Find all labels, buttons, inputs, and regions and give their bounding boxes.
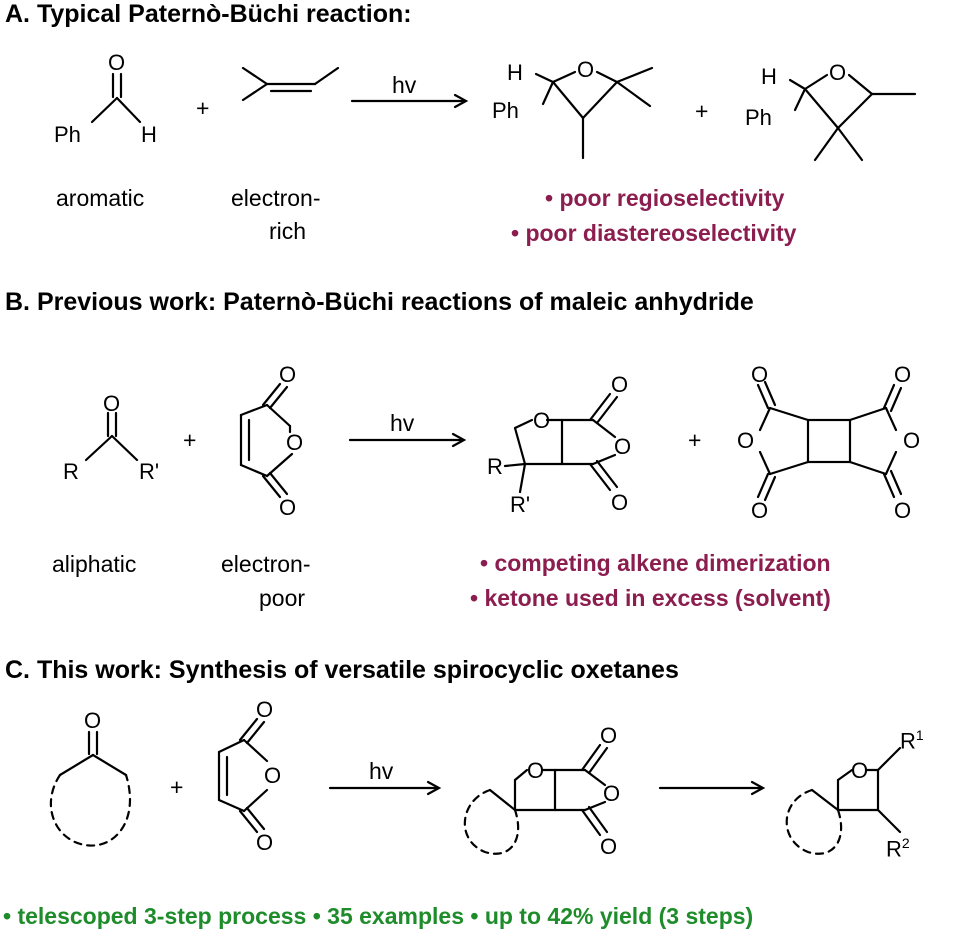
- reaction-b-condition: hv: [390, 410, 415, 436]
- atom-o: O: [256, 830, 274, 855]
- note-a2: • poor diastereoselectivity: [511, 220, 797, 246]
- oxetane-2-bonds: [788, 73, 917, 162]
- section-a-title: A. Typical Paternò-Büchi reaction:: [5, 0, 412, 28]
- footer-summary: • telescoped 3-step process • 35 example…: [3, 903, 754, 929]
- atom-o: O: [894, 362, 912, 387]
- spiro-oxetane-bonds: [785, 746, 902, 855]
- atom-o: O: [829, 60, 847, 85]
- atom-o: O: [264, 763, 282, 788]
- reaction-c-condition: hv: [369, 758, 394, 784]
- atom-o: O: [603, 781, 621, 806]
- dimer-bonds: [756, 380, 903, 502]
- atom-o: O: [533, 408, 551, 433]
- atom-o: O: [903, 428, 921, 453]
- label-electron-poor-1: electron-: [221, 551, 311, 577]
- note-b2: • ketone used in excess (solvent): [470, 585, 831, 611]
- atom-o: O: [577, 57, 595, 82]
- label-electron-rich-2: rich: [269, 218, 307, 244]
- maleic-anhydride-c-bonds: [217, 717, 269, 834]
- atom-o: O: [103, 391, 121, 416]
- atom-r2: R2: [886, 836, 910, 860]
- atom-o: O: [256, 697, 274, 722]
- label-aliphatic: aliphatic: [52, 551, 137, 577]
- atom-h: H: [141, 122, 157, 147]
- atom-r-prime: R': [139, 459, 160, 484]
- atom-h: H: [507, 60, 523, 85]
- atom-r-prime: R': [510, 492, 531, 517]
- atom-o: O: [851, 758, 869, 783]
- plus-b2: +: [688, 427, 702, 453]
- note-b1: • competing alkene dimerization: [480, 550, 831, 576]
- alkene-bonds: [241, 66, 340, 102]
- plus-a2: +: [695, 98, 709, 124]
- atom-o: O: [279, 362, 297, 387]
- atom-o: O: [108, 50, 126, 75]
- atom-r: R: [487, 454, 503, 479]
- section-c-title: C. This work: Synthesis of versatile spi…: [5, 656, 679, 684]
- atom-r1: R1: [900, 728, 924, 752]
- cyclic-ketone-bonds: [49, 730, 132, 847]
- reaction-a-condition: hv: [392, 72, 417, 98]
- fused-oxetane-b-bonds: [503, 392, 619, 494]
- atom-o: O: [751, 498, 769, 523]
- superscript-1: 1: [915, 727, 924, 743]
- maleic-anhydride-b-bonds: [239, 382, 294, 499]
- atom-o: O: [737, 428, 755, 453]
- atom-o: O: [751, 362, 769, 387]
- plus-a1: +: [196, 95, 210, 121]
- atom-o: O: [611, 372, 629, 397]
- plus-c: +: [170, 774, 184, 800]
- label-electron-rich-1: electron-: [231, 185, 321, 211]
- atom-o: O: [600, 723, 618, 748]
- atom-ph: Ph: [745, 105, 772, 130]
- atom-r-symbol: R: [886, 836, 902, 862]
- spiro-fused-bonds: [463, 743, 609, 855]
- atom-ph: Ph: [492, 98, 519, 123]
- superscript-2: 2: [901, 835, 910, 851]
- atom-r: R: [63, 459, 79, 484]
- label-electron-poor-2: poor: [259, 585, 306, 611]
- plus-b1: +: [183, 427, 197, 453]
- atom-o: O: [84, 708, 102, 733]
- atom-r-symbol: R: [900, 728, 916, 754]
- atom-o: O: [286, 430, 304, 455]
- benzaldehyde-bonds: [90, 72, 142, 124]
- atom-o: O: [527, 758, 545, 783]
- section-b-title: B. Previous work: Paternò-Büchi reaction…: [5, 288, 754, 316]
- atom-o: O: [894, 498, 912, 523]
- oxetane-1-bonds: [534, 66, 654, 160]
- note-a1: • poor regioselectivity: [545, 185, 785, 211]
- atom-o: O: [279, 495, 297, 520]
- atom-ph: Ph: [54, 122, 81, 147]
- atom-o: O: [600, 834, 618, 859]
- label-aromatic: aromatic: [56, 185, 145, 211]
- ketone-bonds: [84, 411, 139, 462]
- atom-o: O: [611, 490, 629, 515]
- atom-o: O: [614, 434, 632, 459]
- atom-h: H: [761, 64, 777, 89]
